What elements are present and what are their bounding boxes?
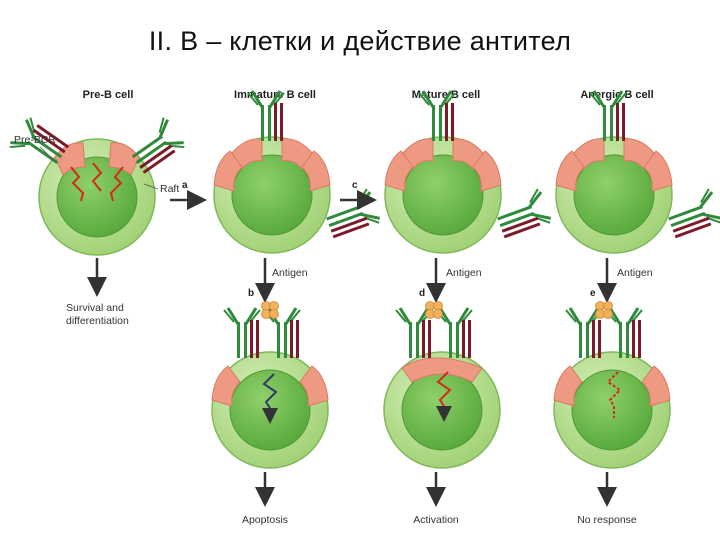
label-antigen-e: Antigen — [617, 267, 653, 279]
anergic-b-cell — [556, 91, 720, 253]
immature-cell-antigen-bound — [212, 302, 328, 469]
label-survival-2: differentiation — [66, 315, 129, 327]
step-b: b — [248, 288, 254, 299]
step-e: e — [590, 288, 596, 299]
header-pre-b-cell: Pre-B cell — [83, 89, 134, 101]
label-raft: Raft — [160, 183, 179, 195]
immature-b-cell — [214, 91, 381, 253]
label-no-response: No response — [577, 514, 637, 526]
label-apoptosis: Apoptosis — [242, 514, 288, 526]
label-pre-bcr: Pre-BCR — [14, 134, 56, 146]
label-antigen-b: Antigen — [272, 267, 308, 279]
mature-b-cell — [385, 91, 552, 253]
label-antigen-d: Antigen — [446, 267, 482, 279]
anergic-cell-antigen-bound — [554, 302, 670, 469]
step-d: d — [419, 288, 425, 299]
label-activation: Activation — [413, 514, 459, 526]
label-survival-1: Survival and — [66, 302, 124, 314]
step-c: c — [352, 180, 358, 191]
mature-cell-antigen-bound — [384, 302, 500, 469]
step-a: a — [182, 180, 188, 191]
